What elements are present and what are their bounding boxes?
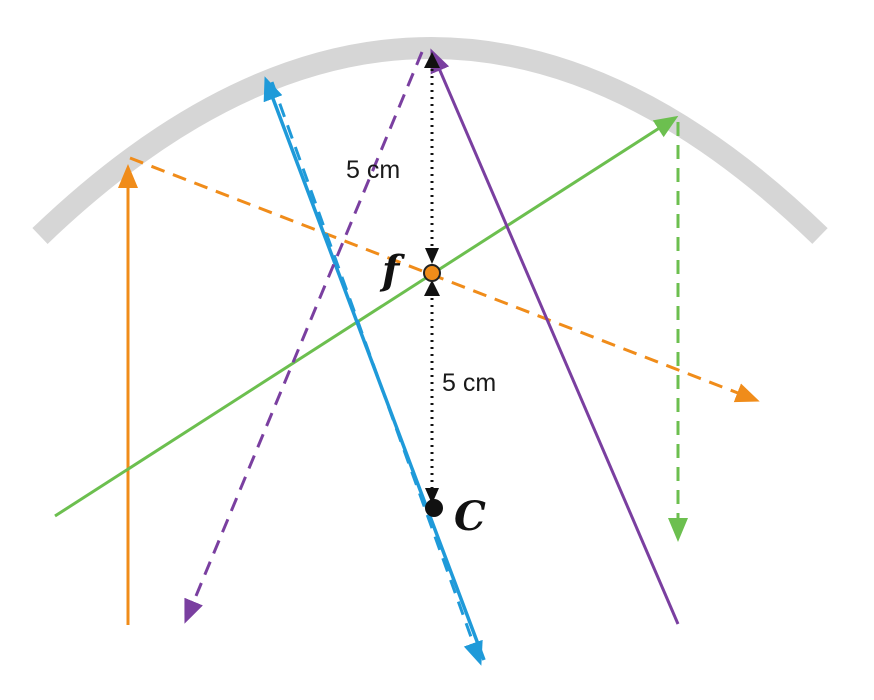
focal-point-dot (423, 264, 441, 282)
focal-point-label: f (379, 247, 405, 294)
dimension-focus-up-arrowhead (424, 280, 440, 296)
distance-label-bottom: 5 cm (442, 369, 496, 397)
green-incident-ray (54, 115, 679, 518)
center-of-curvature-dot (425, 499, 443, 517)
dimension-top-arrowhead (424, 52, 440, 68)
blue-reflected-ray (270, 81, 483, 666)
orange-reflected-ray (129, 156, 760, 403)
concave-mirror (32, 37, 828, 244)
purple-reflected-ray (184, 51, 424, 624)
distance-label-top: 5 cm (346, 156, 400, 184)
purple-incident-ray (430, 48, 680, 625)
center-of-curvature-label: C (454, 493, 486, 540)
